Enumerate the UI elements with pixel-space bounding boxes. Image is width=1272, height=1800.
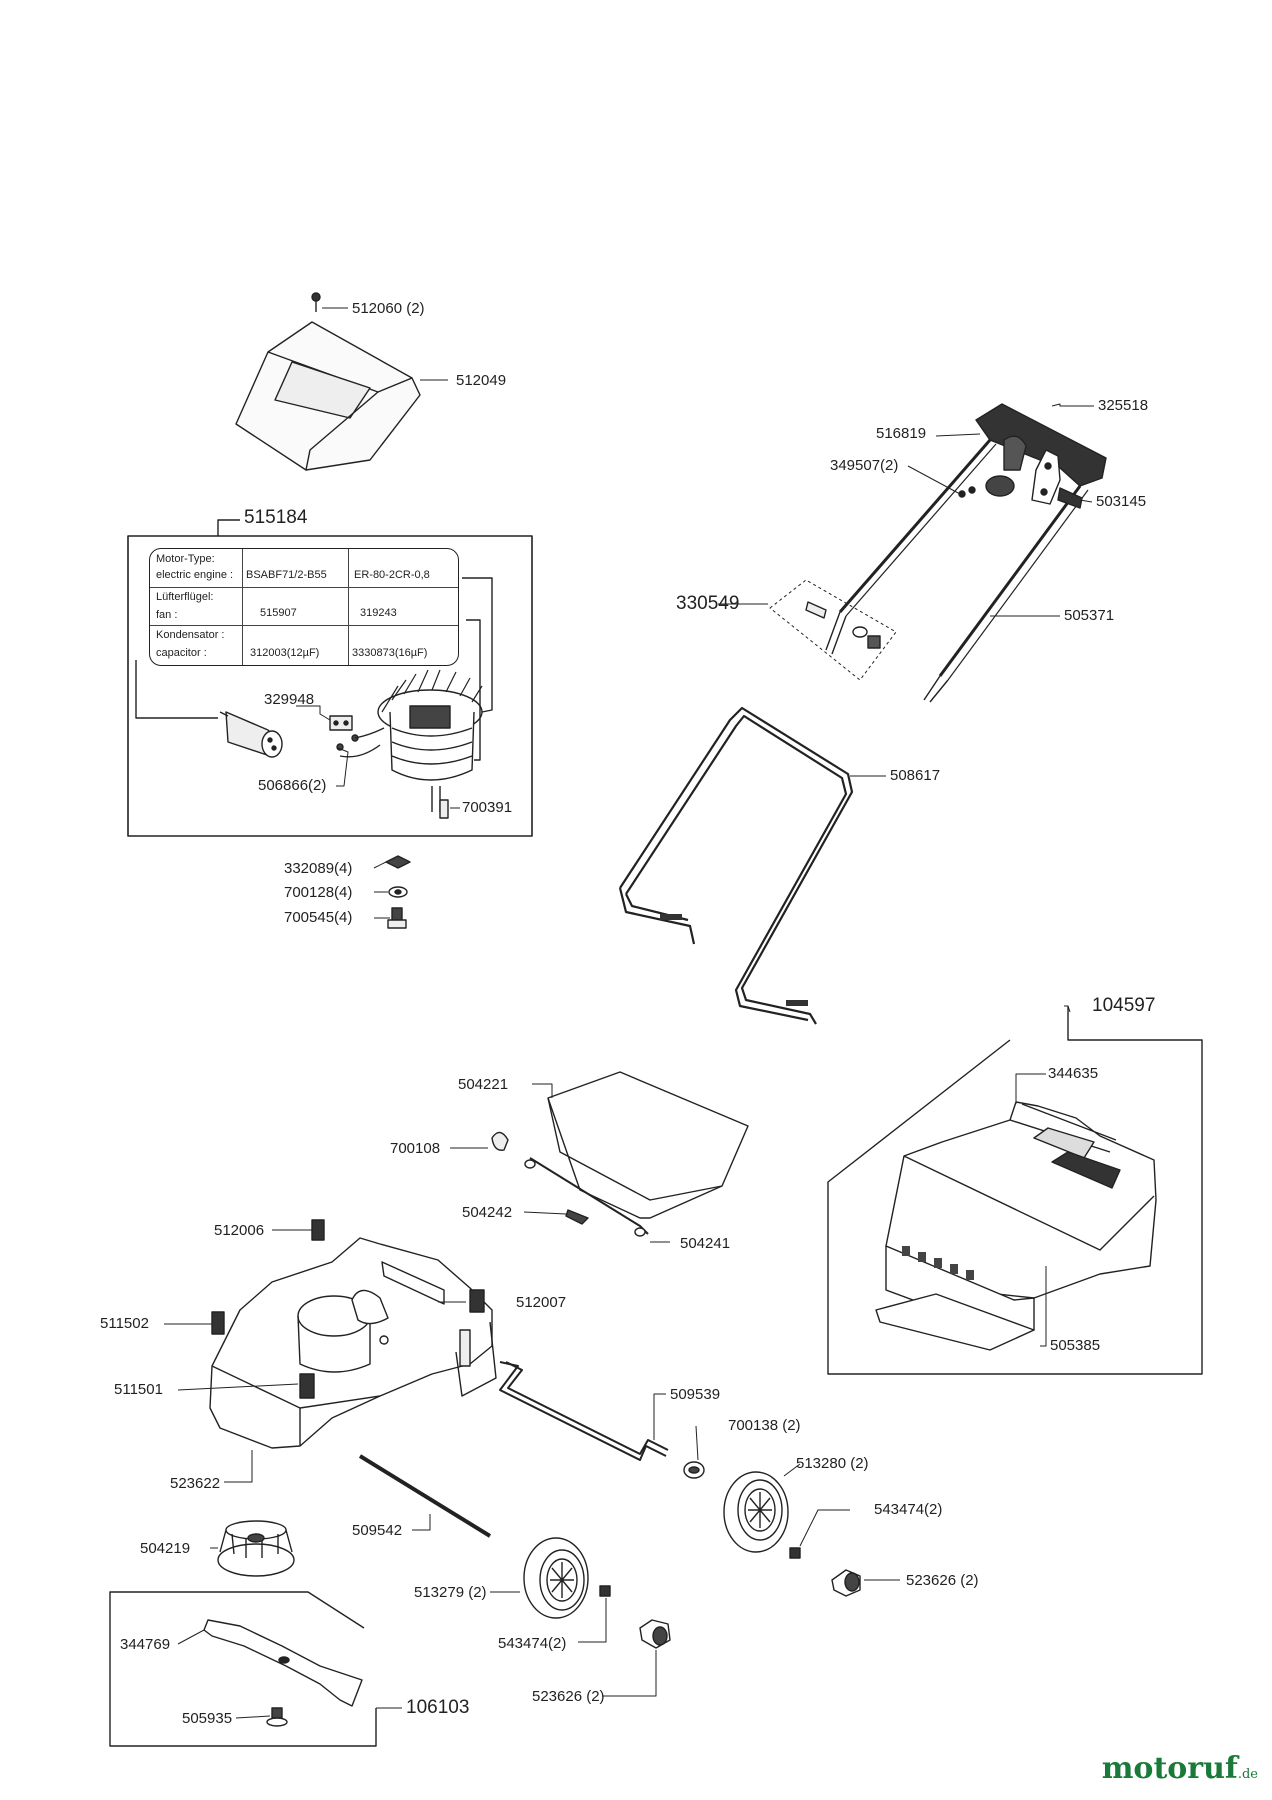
motor-group-frame xyxy=(127,519,533,837)
blade-frame xyxy=(109,1591,377,1747)
table-row: Motor-Type: electric engine : BSABF71/2-… xyxy=(150,549,458,588)
part-label: 505935 xyxy=(182,1710,233,1727)
part-label: 700128(4) xyxy=(284,884,353,901)
part-label: 700545(4) xyxy=(284,909,353,926)
hardware-parts xyxy=(385,855,411,929)
handle-hardware xyxy=(805,601,881,649)
part-label: 516819 xyxy=(876,425,927,442)
part-label: 325518 xyxy=(1098,397,1149,414)
part-label: 504242 xyxy=(462,1204,513,1221)
motor-parts xyxy=(135,577,493,819)
fan-value-1: 515907 xyxy=(260,607,297,619)
cover-part xyxy=(235,292,421,471)
wheel-cap xyxy=(639,1619,671,1649)
rear-flap xyxy=(491,1071,749,1237)
part-label: 506866(2) xyxy=(258,777,327,794)
part-label: 509539 xyxy=(670,1386,721,1403)
lower-handle xyxy=(618,706,854,1025)
blade xyxy=(203,1619,363,1707)
part-label: 543474(2) xyxy=(498,1635,567,1652)
capacitor-value-2: 3330873(16µF) xyxy=(352,647,428,659)
part-label: 512049 xyxy=(456,372,507,389)
table-row: Kondensator : capacitor : 312003(12µF) 3… xyxy=(150,625,458,665)
part-label: 505371 xyxy=(1064,607,1115,624)
rear-axle xyxy=(499,1361,669,1461)
part-label: 106103 xyxy=(406,1697,470,1718)
capacitor-label-de: Kondensator : xyxy=(156,629,225,641)
part-label: 512060 (2) xyxy=(352,300,425,317)
part-label: 700391 xyxy=(462,799,513,816)
part-label: 349507(2) xyxy=(830,457,899,474)
table-divider xyxy=(242,549,243,665)
front-wheel xyxy=(523,1537,589,1619)
part-label: 523626 (2) xyxy=(906,1572,979,1589)
motor-type-value-1: BSABF71/2-B55 xyxy=(246,569,327,581)
part-label: 511502 xyxy=(100,1315,149,1332)
part-label: 523626 (2) xyxy=(532,1688,605,1705)
rear-wheel xyxy=(723,1471,789,1553)
blade-bolt xyxy=(266,1707,288,1727)
table-divider xyxy=(348,549,349,665)
part-label: 512007 xyxy=(516,1294,567,1311)
nut xyxy=(789,1547,801,1559)
part-label: 504219 xyxy=(140,1540,191,1557)
part-label: 330549 xyxy=(676,593,740,614)
watermark-suffix: .de xyxy=(1237,1767,1258,1782)
wheel-cap xyxy=(831,1569,861,1597)
part-label: 700138 (2) xyxy=(728,1417,801,1434)
motor-type-value-2: ER-80-2CR-0,8 xyxy=(354,569,430,581)
fan-label-de: Lüfterflügel: xyxy=(156,591,214,603)
part-label: 344635 xyxy=(1048,1065,1099,1082)
mower-deck xyxy=(209,1219,497,1449)
upper-handle xyxy=(825,403,1107,703)
table-row: Lüfterflügel: fan : 515907 319243 xyxy=(150,587,458,626)
part-label: 329948 xyxy=(264,691,315,708)
part-label: 104597 xyxy=(1092,995,1156,1016)
electric-engine-label: electric engine : xyxy=(156,569,234,581)
nut xyxy=(599,1585,611,1597)
part-label: 512006 xyxy=(214,1222,265,1239)
part-label: 700108 xyxy=(390,1140,441,1157)
leader-lines xyxy=(164,307,1094,1719)
part-label: 509542 xyxy=(352,1522,403,1539)
part-label: 508617 xyxy=(890,767,941,784)
fan-label-en: fan : xyxy=(156,609,178,621)
part-label: 513279 (2) xyxy=(414,1584,487,1601)
grassbox xyxy=(875,1101,1157,1351)
part-label: 515184 xyxy=(244,507,308,528)
part-label: 505385 xyxy=(1050,1337,1101,1354)
part-label: 513280 (2) xyxy=(796,1455,869,1472)
fan-value-2: 319243 xyxy=(360,607,397,619)
front-axle xyxy=(358,1454,492,1538)
handle-hardware-detail xyxy=(769,579,897,681)
blade-adapter xyxy=(217,1520,295,1577)
grassbox-frame xyxy=(827,1006,1203,1375)
motor-type-label: Motor-Type: xyxy=(156,553,215,565)
part-label: 504241 xyxy=(680,1235,731,1252)
part-label: 332089(4) xyxy=(284,860,353,877)
brand-watermark: motoruf.de xyxy=(1102,1751,1258,1786)
capacitor-value-1: 312003(12µF) xyxy=(250,647,320,659)
part-label: 504221 xyxy=(458,1076,509,1093)
part-label: 543474(2) xyxy=(874,1501,943,1518)
part-label: 511501 xyxy=(114,1381,163,1398)
capacitor-label-en: capacitor : xyxy=(156,647,207,659)
motor-spec-table: Motor-Type: electric engine : BSABF71/2-… xyxy=(149,548,459,666)
part-label: 344769 xyxy=(120,1636,171,1653)
part-label: 523622 xyxy=(170,1475,221,1492)
part-label: 503145 xyxy=(1096,493,1147,510)
watermark-brand: motoruf xyxy=(1101,1751,1238,1786)
